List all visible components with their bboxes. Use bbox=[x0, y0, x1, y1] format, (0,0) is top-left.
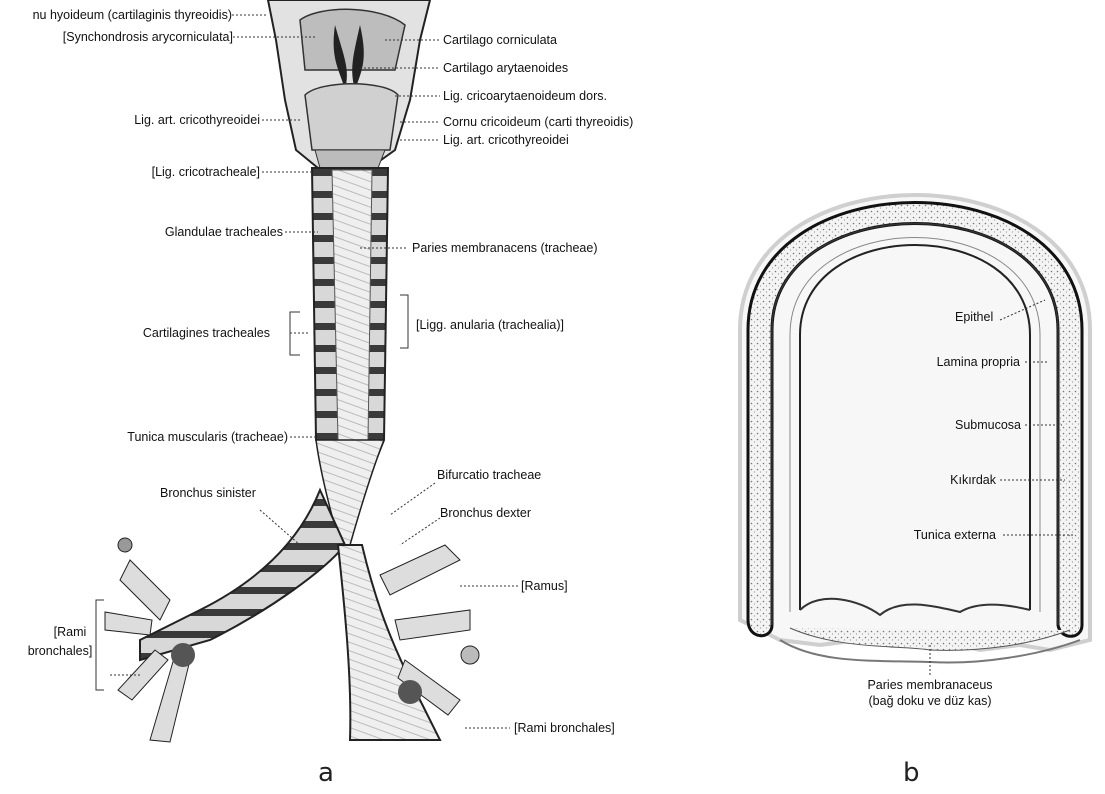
label-glandulae-tracheales: Glandulae tracheales bbox=[165, 225, 283, 239]
label-ramus: [Ramus] bbox=[521, 579, 568, 593]
label-tunica-muscularis: Tunica muscularis (tracheae) bbox=[127, 430, 288, 444]
label-lig-art-cricothyreoidei-left: Lig. art. cricothyreoidei bbox=[134, 113, 260, 127]
label-lig-cricoarytaenoideum-dors: Lig. cricoarytaenoideum dors. bbox=[443, 89, 607, 103]
label-paries-membranacens: Paries membranacens (tracheae) bbox=[412, 241, 598, 255]
label-lamina-propria: Lamina propria bbox=[937, 355, 1020, 369]
label-rami-bronchales-left-line2: bronchales] bbox=[20, 644, 100, 658]
label-paries-membranaceus-subtitle: (bağ doku ve düz kas) bbox=[830, 694, 1030, 708]
panel-letter-b: b bbox=[903, 758, 920, 788]
label-cornu-hyoideum: nu hyoideum (cartilaginis thyreoidis) bbox=[33, 8, 232, 22]
label-cartilago-corniculata: Cartilago corniculata bbox=[443, 33, 557, 47]
label-tunica-externa: Tunica externa bbox=[914, 528, 996, 542]
label-ligg-anularia: [Ligg. anularia (trachealia)] bbox=[416, 318, 564, 332]
label-bifurcatio-tracheae: Bifurcatio tracheae bbox=[437, 468, 541, 482]
label-submucosa: Submucosa bbox=[955, 418, 1021, 432]
trachea-drawing bbox=[312, 168, 388, 545]
trachea-cross-section bbox=[740, 195, 1090, 663]
label-cornu-cricoideum: Cornu cricoideum (carti thyreoidis) bbox=[443, 115, 633, 129]
panel-letter-a: a bbox=[318, 758, 334, 788]
label-bronchus-dexter: Bronchus dexter bbox=[440, 506, 531, 520]
label-bronchus-sinister: Bronchus sinister bbox=[160, 486, 256, 500]
label-epithel: Epithel bbox=[955, 310, 993, 324]
label-rami-bronchales-right: [Rami bronchales] bbox=[514, 721, 615, 735]
left-bronchus-drawing bbox=[105, 490, 345, 742]
label-kikirdak: Kıkırdak bbox=[950, 473, 996, 487]
label-synchondrosis-arycorniculata: [Synchondrosis arycorniculata] bbox=[63, 30, 233, 44]
label-cartilagines-tracheales: Cartilagines tracheales bbox=[143, 326, 270, 340]
label-lig-art-cricothyreoidei-right: Lig. art. cricothyreoidei bbox=[443, 133, 569, 147]
label-paries-membranaceus: Paries membranaceus bbox=[830, 678, 1030, 692]
right-bronchus-drawing bbox=[338, 545, 479, 740]
label-cartilago-arytaenoides: Cartilago arytaenoides bbox=[443, 61, 568, 75]
label-rami-bronchales-left-line1: [Rami bbox=[40, 625, 100, 639]
label-lig-cricotracheale: [Lig. cricotracheale] bbox=[152, 165, 260, 179]
larynx-drawing bbox=[268, 0, 430, 168]
